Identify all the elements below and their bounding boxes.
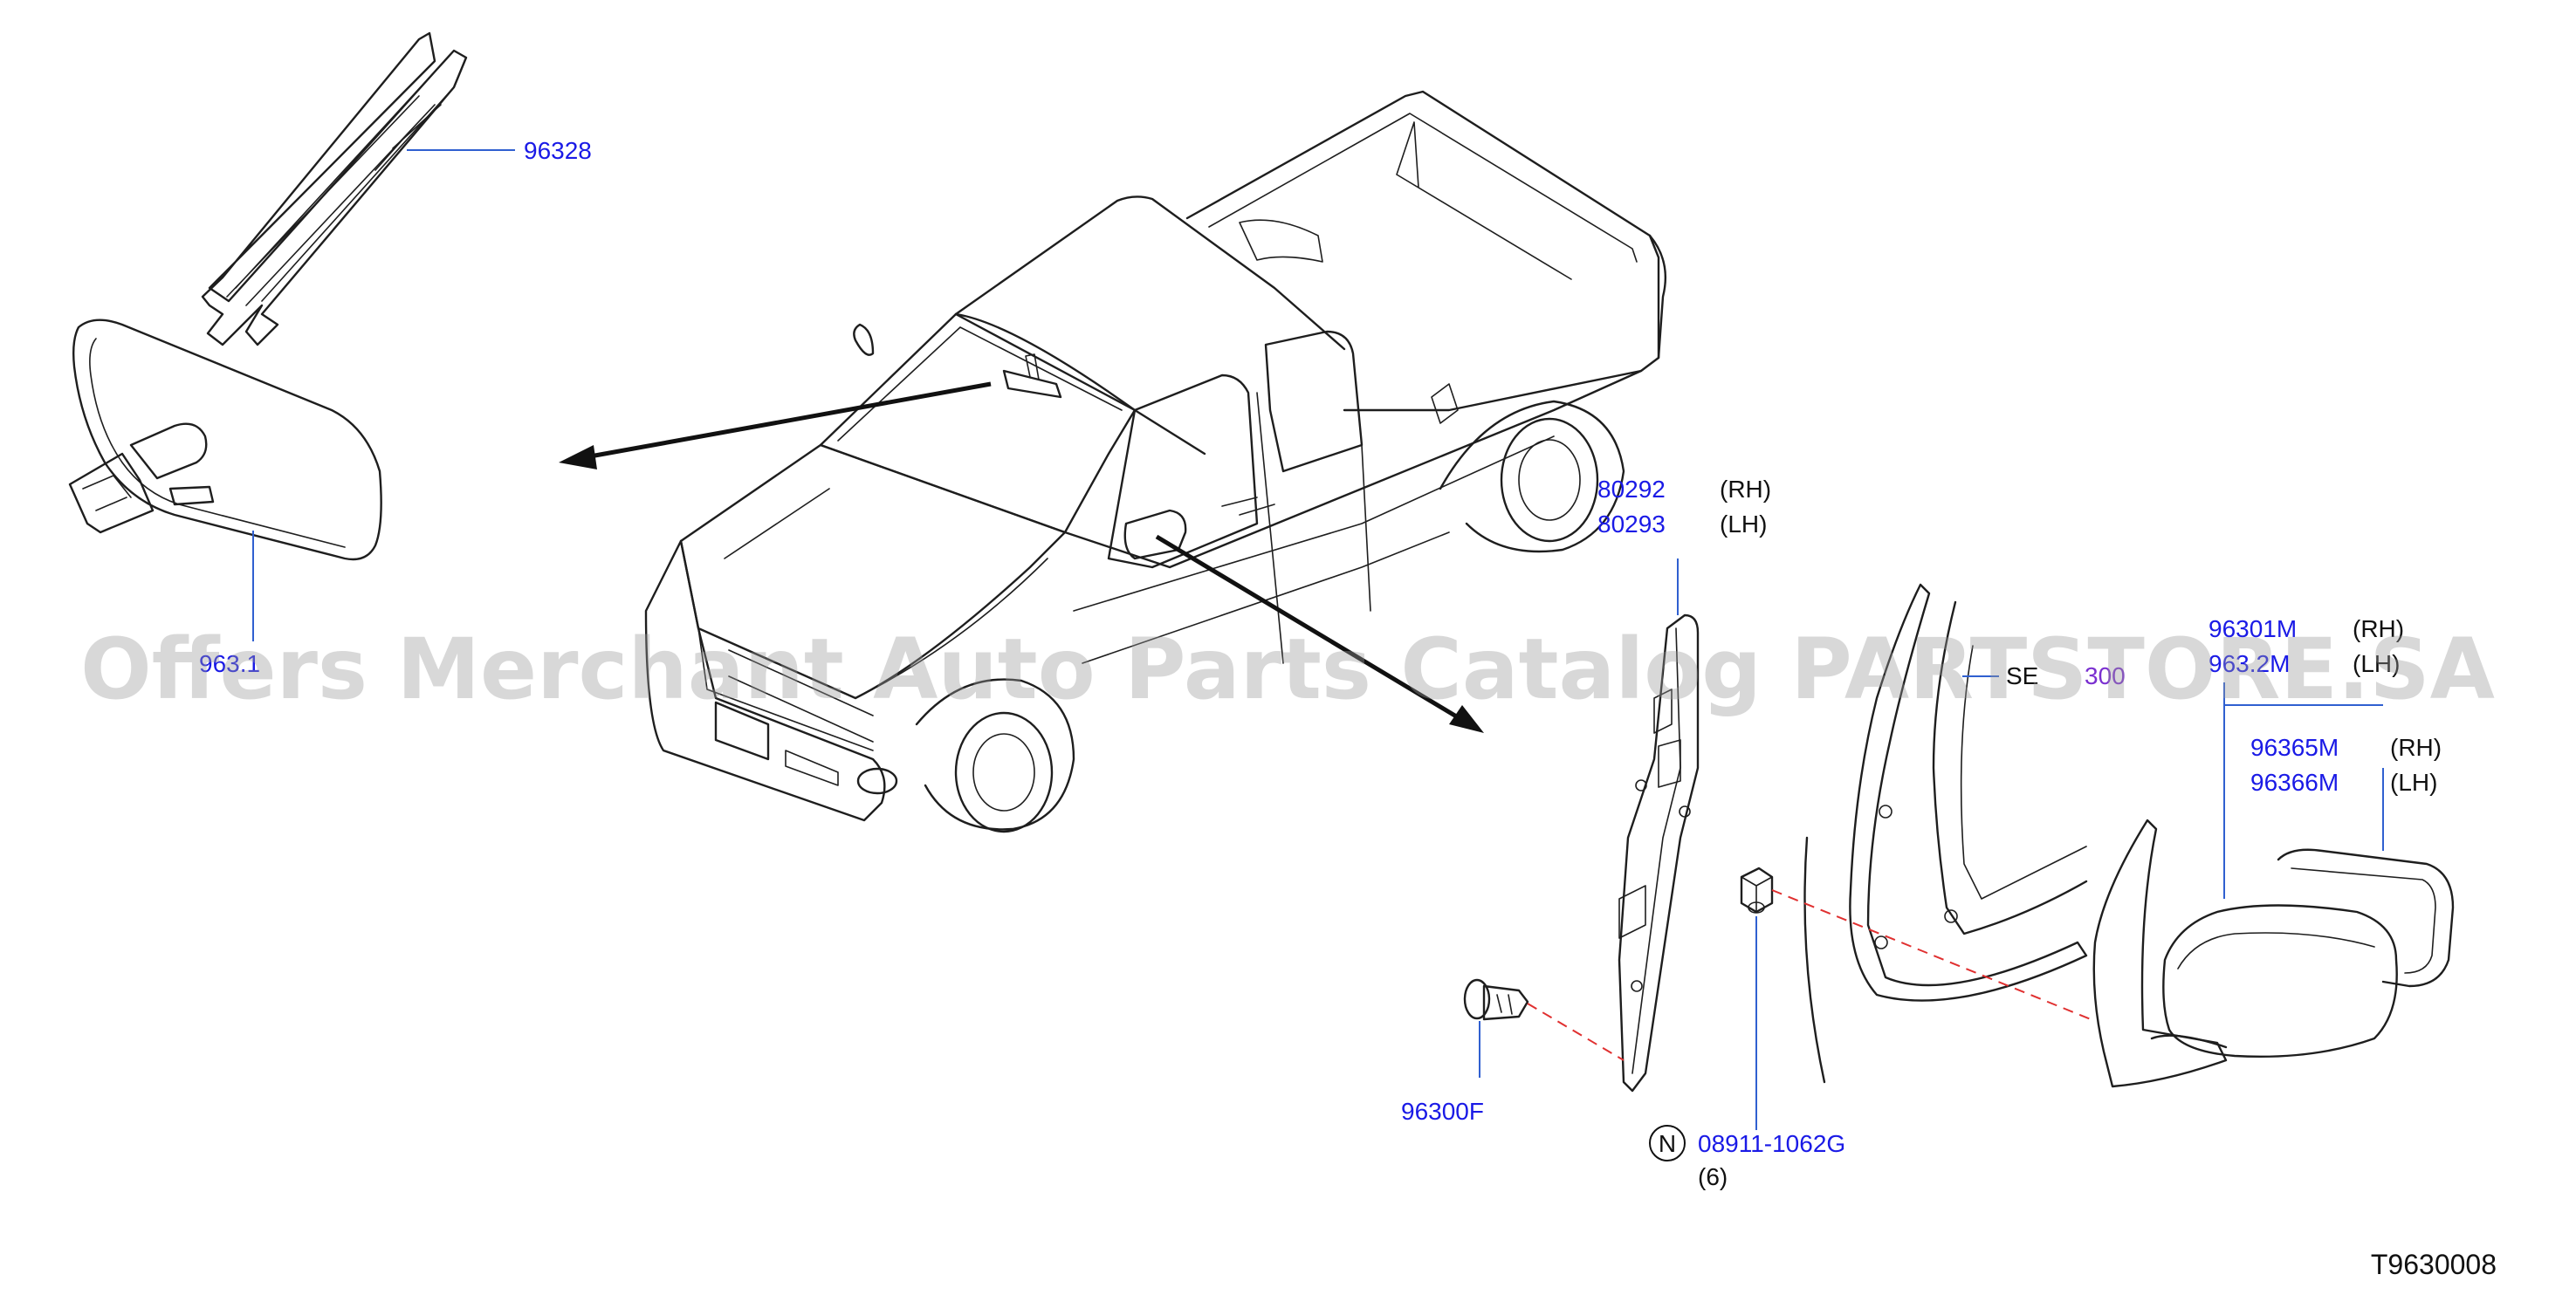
watermark-text: Offers Merchant Auto Parts Catalog PARTS… — [80, 620, 2495, 718]
side-lh-80293: (LH) — [1720, 510, 1767, 538]
quantity-note: (6) — [1698, 1163, 1728, 1190]
side-rh-80292: (RH) — [1720, 476, 1771, 503]
side-rh-96365m: (RH) — [2390, 734, 2442, 761]
part-number-96302m[interactable]: 963.2M — [2208, 650, 2290, 677]
pickup-truck-illustration — [644, 90, 1666, 833]
side-rh-96301m: (RH) — [2353, 615, 2404, 642]
nut-illustration — [1740, 867, 1774, 914]
section-ref-number[interactable]: 300 — [2085, 662, 2126, 689]
callout-arrows — [559, 381, 1484, 733]
alignment-dashes — [1527, 889, 2096, 1061]
part-number-80292[interactable]: 80292 — [1597, 476, 1666, 503]
leader-lines — [252, 149, 2384, 1130]
n-mark-letter: N — [1659, 1130, 1676, 1157]
n-mark-circle — [1649, 1125, 1686, 1161]
part-number-08911-1062g[interactable]: 08911-1062G — [1698, 1130, 1845, 1157]
part-number-inside-mirror[interactable]: 963.1 — [199, 650, 260, 677]
diagram-id: T9630008 — [2371, 1249, 2497, 1280]
mirror-inner-cover-illustration — [1618, 613, 1700, 1093]
part-number-96366m[interactable]: 96366M — [2250, 769, 2339, 796]
part-number-96300f[interactable]: 96300F — [1401, 1098, 1484, 1125]
mirror-bracket-illustration — [201, 31, 468, 346]
part-number-96365m[interactable]: 96365M — [2250, 734, 2339, 761]
door-frame-illustration — [1803, 583, 2088, 1084]
clip-illustration — [1463, 978, 1529, 1021]
section-ref-prefix: SE — [2006, 662, 2038, 689]
part-number-96301m[interactable]: 96301M — [2208, 615, 2297, 642]
inside-mirror-illustration — [68, 319, 382, 561]
side-lh-96302m: (LH) — [2353, 650, 2400, 677]
side-lh-96366m: (LH) — [2390, 769, 2437, 796]
part-number-96328[interactable]: 96328 — [524, 137, 592, 164]
part-number-80293[interactable]: 80293 — [1597, 510, 1666, 538]
door-mirror-illustration — [2092, 819, 2455, 1088]
